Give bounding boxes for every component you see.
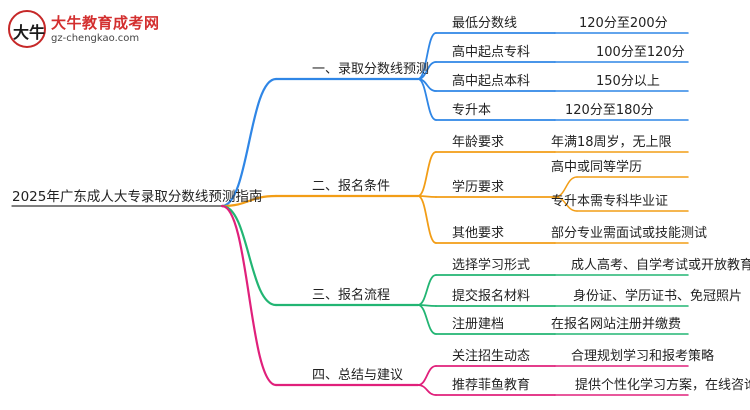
site-brand: 大牛 大牛教育成考网 gz-chengkao.com [8, 8, 178, 52]
branch-connector [220, 77, 278, 208]
child-connector [417, 304, 437, 335]
branch-connector [220, 204, 278, 387]
leaf-label: 身份证、学历证书、免冠照片 [573, 288, 742, 304]
brand-url: gz-chengkao.com [51, 33, 140, 44]
leaf-label: 在报名网站注册并缴费 [551, 316, 681, 332]
child-label: 关注招生动态 [452, 349, 530, 364]
child-label: 提交报名材料 [452, 288, 530, 304]
child-connector [417, 274, 437, 306]
child-label: 年龄要求 [452, 135, 504, 150]
child-connector [417, 78, 437, 121]
leaf-label: 高中或同等学历 [551, 159, 642, 175]
brand-name: 大牛教育成考网 [51, 14, 160, 32]
branch-connector [220, 204, 278, 307]
child-label: 专升本 [452, 103, 491, 118]
logo-icon: 大牛 [8, 10, 46, 48]
leaf-connector [554, 176, 578, 198]
leaf-label: 专升本需专科毕业证 [551, 194, 668, 209]
branch-label: 二、报名条件 [312, 178, 390, 194]
branch-connector [220, 194, 278, 208]
child-label: 高中起点专科 [452, 44, 530, 60]
leaf-label: 120分至200分 [579, 16, 668, 31]
logo-glyph: 大牛 [12, 23, 45, 42]
mindmap-connectors [11, 32, 689, 396]
mindmap-nodes: 2025年广东成人大专录取分数线预测指南 一、录取分数线预测 最低分数线 120分至2… [12, 16, 750, 393]
branch-label: 一、录取分数线预测 [312, 62, 429, 77]
child-connector [417, 195, 437, 244]
child-connector [417, 365, 437, 386]
leaf-label: 100分至120分 [596, 45, 685, 60]
branch-label: 三、报名流程 [312, 287, 390, 303]
child-connector [417, 151, 437, 197]
branch-label: 四、总结与建议 [312, 368, 403, 383]
child-connector [417, 384, 437, 396]
leaf-label: 部分专业需面试或技能测试 [551, 226, 707, 241]
leaf-label: 150分以上 [596, 74, 660, 89]
child-label: 最低分数线 [452, 16, 517, 31]
child-label: 学历要求 [452, 179, 504, 195]
leaf-connector [554, 196, 578, 212]
root-topic: 2025年广东成人大专录取分数线预测指南 [12, 189, 262, 205]
leaf-label: 提供个性化学习方案，在线咨询 [575, 377, 750, 393]
leaf-label: 年满18周岁，无上限 [551, 135, 672, 150]
child-label: 其他要求 [452, 226, 504, 241]
leaf-label: 成人高考、自学考试或开放教育 [571, 257, 750, 273]
child-label: 推荐菲鱼教育 [452, 377, 530, 393]
leaf-label: 合理规划学习和报考策略 [571, 348, 714, 364]
child-label: 选择学习形式 [452, 257, 530, 273]
child-label: 注册建档 [452, 317, 504, 332]
child-label: 高中起点本科 [452, 73, 530, 89]
leaf-label: 120分至180分 [565, 103, 654, 118]
